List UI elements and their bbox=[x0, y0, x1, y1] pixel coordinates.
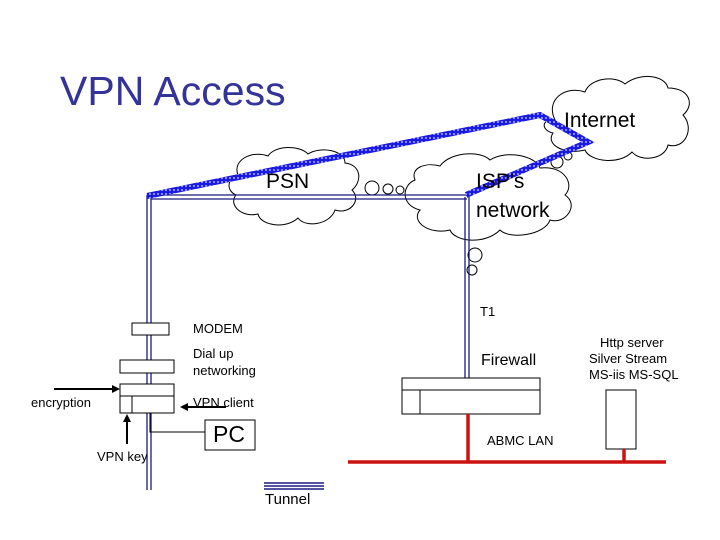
legend-tunnel-label: Tunnel bbox=[265, 491, 311, 508]
vpn-client-box bbox=[119, 383, 175, 414]
cloud-bubble bbox=[395, 185, 405, 195]
firewall-label: Firewall bbox=[481, 352, 537, 369]
server-label-line2: Silver Stream bbox=[589, 351, 668, 366]
cloud-bubble bbox=[364, 180, 380, 196]
t1-label: T1 bbox=[480, 304, 496, 319]
abmc-lan bbox=[348, 414, 666, 464]
isp-cloud bbox=[404, 153, 572, 241]
cloud-bubble bbox=[467, 247, 483, 263]
pc-label: PC bbox=[213, 421, 245, 447]
pc-connection bbox=[149, 413, 205, 433]
vpn-client-label: VPN client bbox=[193, 395, 254, 410]
vpn-client-arrow bbox=[180, 403, 226, 411]
isp-label-line1: ISP's bbox=[476, 170, 525, 193]
isp-label-line2: network bbox=[476, 199, 550, 222]
physical-link bbox=[146, 194, 470, 490]
internet-label: Internet bbox=[564, 109, 636, 132]
encryption-label: encryption bbox=[31, 395, 91, 410]
vpn-key-label: VPN key bbox=[97, 449, 148, 464]
slide-title: VPN Access bbox=[60, 68, 286, 114]
server-label-line1: Http server bbox=[600, 335, 664, 350]
pc-box bbox=[204, 419, 256, 451]
cloud-bubble bbox=[382, 183, 394, 195]
vpn-tunnel bbox=[146, 111, 595, 199]
encryption-arrow bbox=[54, 385, 120, 393]
server-box bbox=[605, 389, 637, 450]
legend-tunnel-line bbox=[264, 482, 324, 490]
dialup-label-line1: Dial up bbox=[193, 346, 234, 361]
psn-cloud bbox=[228, 147, 360, 226]
modem-label: MODEM bbox=[193, 321, 243, 336]
server-label-line3: MS-iis MS-SQL bbox=[589, 367, 679, 382]
modem-box bbox=[131, 322, 170, 336]
abmc-lan-label: ABMC LAN bbox=[487, 433, 554, 448]
dialup-box bbox=[119, 359, 175, 374]
dialup-label-line2: networking bbox=[193, 363, 256, 378]
psn-label: PSN bbox=[266, 170, 310, 193]
firewall-box bbox=[401, 377, 541, 415]
vpn-key-arrow bbox=[123, 414, 131, 444]
